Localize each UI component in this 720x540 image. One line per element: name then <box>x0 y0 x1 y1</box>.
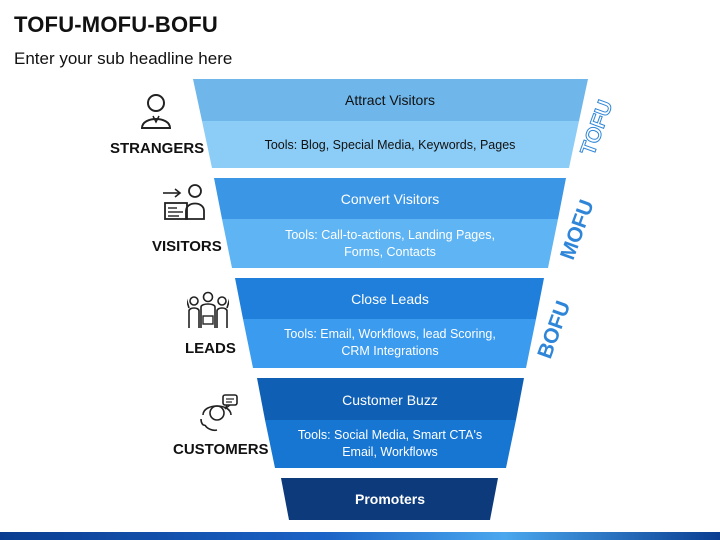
page-subtitle: Enter your sub headline here <box>14 49 233 68</box>
support-chat-icon <box>200 394 238 432</box>
page-title: TOFU-MOFU-BOFU <box>14 12 219 37</box>
persona-label-leads: LEADS <box>185 340 236 357</box>
stage-4-header-band <box>257 378 524 420</box>
presenter-icon <box>163 184 205 220</box>
stage-2-title: Convert Visitors <box>340 191 440 207</box>
footer-accent-bar <box>0 532 720 540</box>
stage-4-title: Customer Buzz <box>342 392 438 408</box>
stage-3-header-band <box>235 278 544 319</box>
stage-4-tools: Tools: Social Media, Smart CTA's Email, … <box>297 428 483 459</box>
stage-2-tools-band <box>222 219 558 268</box>
stage-4-tools-band <box>265 420 516 468</box>
persona-label-customers: CUSTOMERS <box>173 441 269 458</box>
stage-5-band <box>281 478 498 520</box>
stage-2-header-band <box>214 178 566 219</box>
stage-2-tools: Tools: Call-to-actions, Landing Pages, F… <box>285 228 495 259</box>
stage-3-tools: Tools: Email, Workflows, lead Scoring, C… <box>284 327 496 358</box>
stage-3-tools-band <box>243 319 536 368</box>
persona-label-strangers: STRANGERS <box>110 140 205 157</box>
stage-5-title: Promoters <box>354 491 426 507</box>
persona-label-visitors: VISITORS <box>152 238 222 255</box>
stage-1-header-band <box>193 79 588 121</box>
stage-1-tools: Tools: Blog, Special Media, Keywords, Pa… <box>264 138 516 152</box>
stage-3-title: Close Leads <box>351 291 429 307</box>
person-icon <box>140 94 172 129</box>
stage-1-tools-band <box>202 121 579 168</box>
group-icon <box>187 291 229 328</box>
stage-1-title: Attract Visitors <box>345 92 435 108</box>
